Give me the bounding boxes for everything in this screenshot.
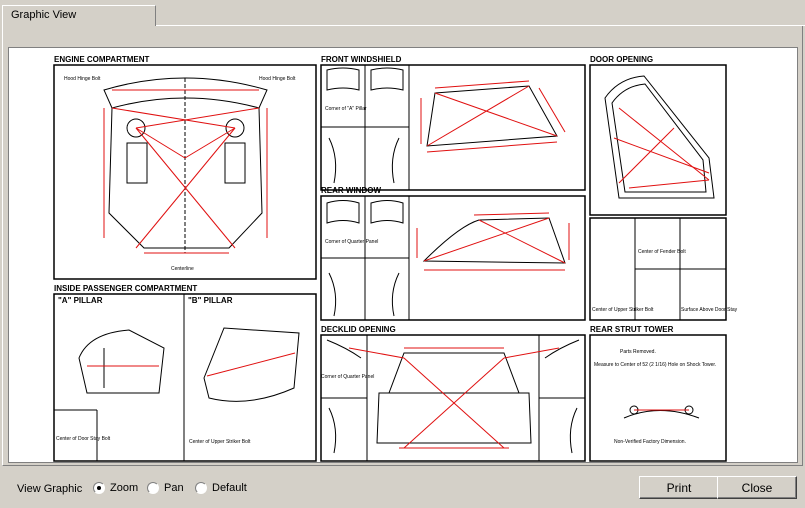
- hood-hinge-right-label: Hood Hinge Bolt: [259, 76, 296, 82]
- rear-window-title: REAR WINDOW: [321, 186, 381, 195]
- door-stay-bolt-label: Center of Door Stay Bolt: [56, 436, 111, 442]
- rear-window-dimensions: [416, 212, 570, 271]
- zoom-radio[interactable]: [93, 482, 105, 494]
- door-frame: [589, 64, 727, 216]
- a-pillar-title: "A" PILLAR: [58, 296, 103, 305]
- door-title: DOOR OPENING: [590, 55, 653, 64]
- parts-removed-label: Parts Removed.: [620, 349, 656, 355]
- decklid-drawing: [326, 339, 580, 454]
- default-radio[interactable]: [195, 482, 207, 494]
- zoom-label: Zoom: [110, 482, 139, 494]
- bottom-toolbar: View Graphic Zoom Pan Default Print Clos…: [0, 468, 805, 508]
- windshield-dimensions: [420, 80, 566, 153]
- default-label: Default: [212, 482, 247, 494]
- decklid-dimensions: [348, 347, 560, 449]
- hood-hinge-left-label: Hood Hinge Bolt: [64, 76, 101, 82]
- windshield-a-pillar-label: Corner of "A" Pillar: [325, 106, 367, 112]
- windshield-title: FRONT WINDSHIELD: [321, 55, 402, 64]
- chart-labels: ENGINE COMPARTMENT FRONT WINDSHIELD DOOR…: [54, 55, 738, 445]
- centerline-label: Centerline: [171, 266, 194, 272]
- b-pillar-drawing: [203, 327, 300, 402]
- tab-bar: Graphic View: [0, 0, 805, 27]
- measure-label: Measure to Center of 52 (2 1/16) Hole on…: [594, 362, 716, 368]
- pan-option[interactable]: Pan: [147, 482, 184, 494]
- tab-graphic-view[interactable]: Graphic View: [2, 5, 156, 26]
- passenger-frame: [53, 293, 317, 462]
- zoom-option[interactable]: Zoom: [93, 482, 138, 494]
- rear-window-drawing: [326, 200, 566, 317]
- tab-divider: [156, 25, 805, 26]
- strut-title: REAR STRUT TOWER: [590, 325, 674, 334]
- b-pillar-striker-label: Center of Upper Striker Bolt: [189, 439, 251, 445]
- fender-bolt-label: Center of Fender Bolt: [638, 249, 686, 255]
- engine-title: ENGINE COMPARTMENT: [54, 55, 150, 64]
- upper-striker-label: Center of Upper Striker Bolt: [592, 307, 654, 313]
- non-verified-label: Non-Verified Factory Dimension.: [614, 439, 686, 445]
- print-button[interactable]: Print: [639, 476, 719, 499]
- rear-window-quarter-label: Corner of Quarter Panel: [325, 239, 378, 245]
- decklid-quarter-label: Corner of Quarter Panel: [321, 374, 374, 380]
- view-graphic-label: View Graphic: [17, 483, 83, 495]
- a-pillar-drawing: [78, 329, 165, 394]
- door-drawing: [604, 75, 715, 199]
- engine-dimensions: [103, 89, 268, 254]
- strut-frame: [589, 334, 727, 462]
- engine-frame: [53, 64, 317, 280]
- door-dimensions: [613, 107, 710, 189]
- decklid-title: DECKLID OPENING: [321, 325, 396, 334]
- default-option[interactable]: Default: [195, 482, 247, 494]
- close-button[interactable]: Close: [717, 476, 797, 499]
- passenger-title: INSIDE PASSENGER COMPARTMENT: [54, 284, 197, 293]
- b-pillar-title: "B" PILLAR: [188, 296, 233, 305]
- graphic-canvas[interactable]: ENGINE COMPARTMENT FRONT WINDSHIELD DOOR…: [8, 47, 798, 463]
- dimension-chart: [53, 64, 727, 462]
- door-stay-label: Surface Above Door Stay: [681, 307, 738, 313]
- pan-radio[interactable]: [147, 482, 159, 494]
- b-pillar-dimension: [206, 352, 296, 377]
- pan-label: Pan: [164, 482, 184, 494]
